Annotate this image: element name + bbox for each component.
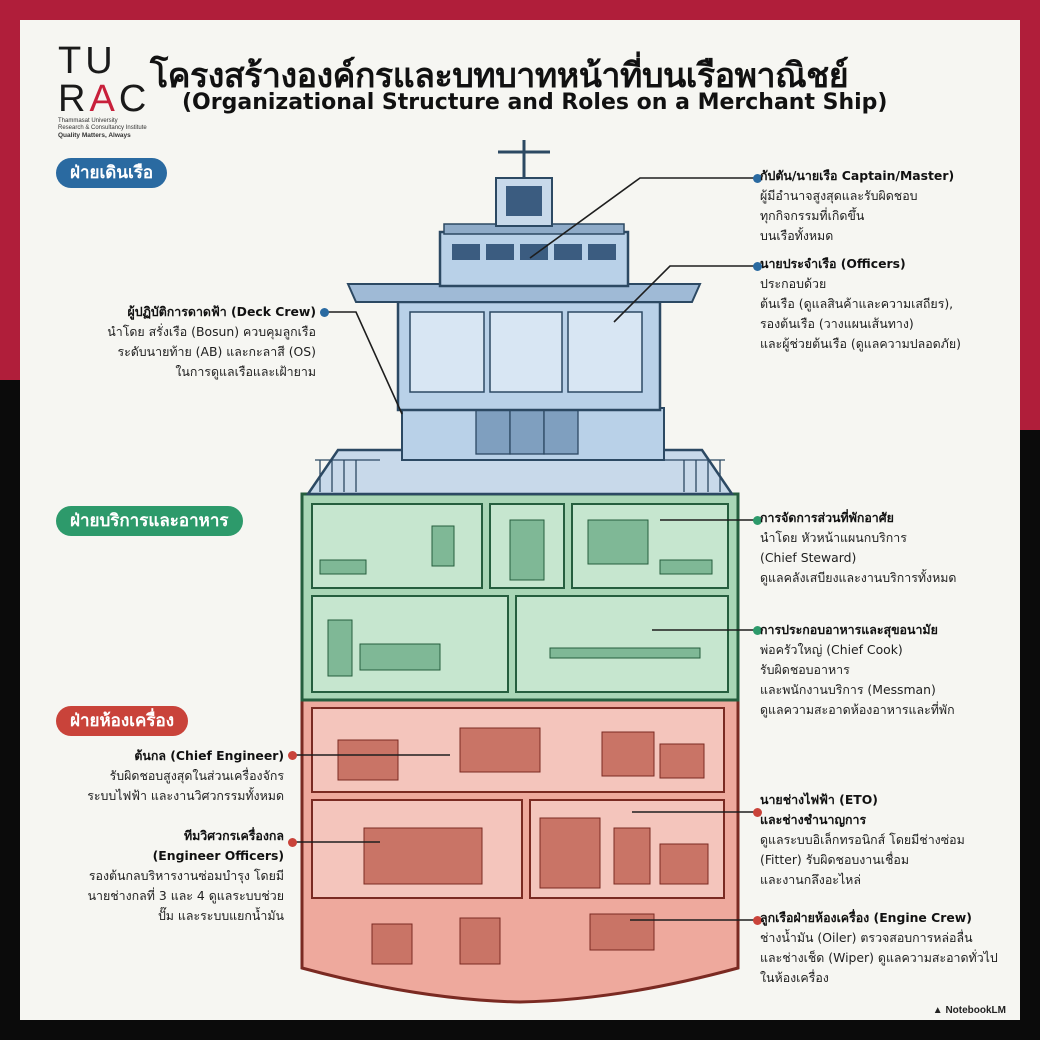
note-officers: นายประจำเรือ (Officers) ประกอบด้วย ต้นเร… bbox=[760, 256, 961, 351]
note-catering: การประกอบอาหารและสุขอนามัย พ่อครัวใหญ่ (… bbox=[760, 622, 955, 717]
deck-railing bbox=[315, 459, 725, 492]
note-engine-crew: ลูกเรือฝ่ายห้องเครื่อง (Engine Crew) ช่า… bbox=[760, 910, 998, 985]
logo-line-1: TU bbox=[58, 40, 117, 82]
marker-dot bbox=[320, 308, 329, 317]
dept-service-label: ฝ่ายบริการและอาหาร bbox=[56, 506, 243, 536]
note-chief-engineer: ต้นกล (Chief Engineer) รับผิดชอบสูงสุดใน… bbox=[87, 748, 284, 803]
dept-engine-label: ฝ่ายห้องเครื่อง bbox=[56, 706, 189, 736]
marker-dot bbox=[753, 262, 762, 271]
marker-dot bbox=[288, 838, 297, 847]
notebooklm-brand: ▲ NotebookLM bbox=[932, 1005, 1006, 1016]
logo-institute-1: Thammasat University bbox=[58, 118, 118, 124]
frame-band-right bbox=[1018, 0, 1040, 430]
note-engineer-officers: ทีมวิศวกรเครื่องกล (Engineer Officers) ร… bbox=[87, 828, 284, 923]
marker-dot bbox=[753, 808, 762, 817]
officer-room-right bbox=[567, 311, 643, 393]
ship-cross-section bbox=[293, 140, 757, 1004]
engine-machinery bbox=[337, 727, 709, 965]
note-captain: กัปตัน/นายเรือ Captain/Master) ผู้มีอำนา… bbox=[760, 168, 955, 243]
mast-window bbox=[506, 186, 542, 216]
marker-dot bbox=[753, 516, 762, 525]
dept-deck-label: ฝ่ายเดินเรือ bbox=[56, 158, 168, 188]
turac-logo: TU RAC Thammasat University Research & C… bbox=[58, 42, 173, 139]
leader-lines bbox=[293, 177, 757, 921]
page-title-english: (Organizational Structure and Roles on a… bbox=[182, 90, 888, 115]
note-accommodation: การจัดการส่วนที่พักอาศัย นำโดย หัวหน้าแผ… bbox=[760, 510, 957, 585]
frame-band-left bbox=[0, 0, 22, 380]
cargo-containers bbox=[475, 409, 579, 455]
officer-room-center bbox=[489, 311, 563, 393]
marker-dot bbox=[753, 174, 762, 183]
logo-tagline: Quality Matters, Always bbox=[58, 132, 131, 139]
note-deck-crew: ผู้ปฏิบัติการดาดฟ้า (Deck Crew) นำโดย สร… bbox=[107, 304, 316, 379]
logo-line-2: RAC bbox=[58, 78, 151, 120]
officer-room-left bbox=[409, 311, 485, 393]
marker-dot bbox=[753, 916, 762, 925]
logo-institute-2: Research & Consultancy Institute bbox=[58, 125, 147, 131]
marker-dot bbox=[753, 626, 762, 635]
note-eto: นายช่างไฟฟ้า (ETO) และช่างชำนาญการ ดูแลร… bbox=[760, 792, 965, 887]
bridge-windows bbox=[452, 244, 616, 260]
page-title-thai: โครงสร้างองค์กรและบทบาทหน้าที่บนเรือพาณิ… bbox=[150, 56, 849, 96]
marker-dot bbox=[288, 751, 297, 760]
content-card: TU RAC Thammasat University Research & C… bbox=[20, 20, 1020, 1020]
service-furniture bbox=[319, 519, 713, 677]
